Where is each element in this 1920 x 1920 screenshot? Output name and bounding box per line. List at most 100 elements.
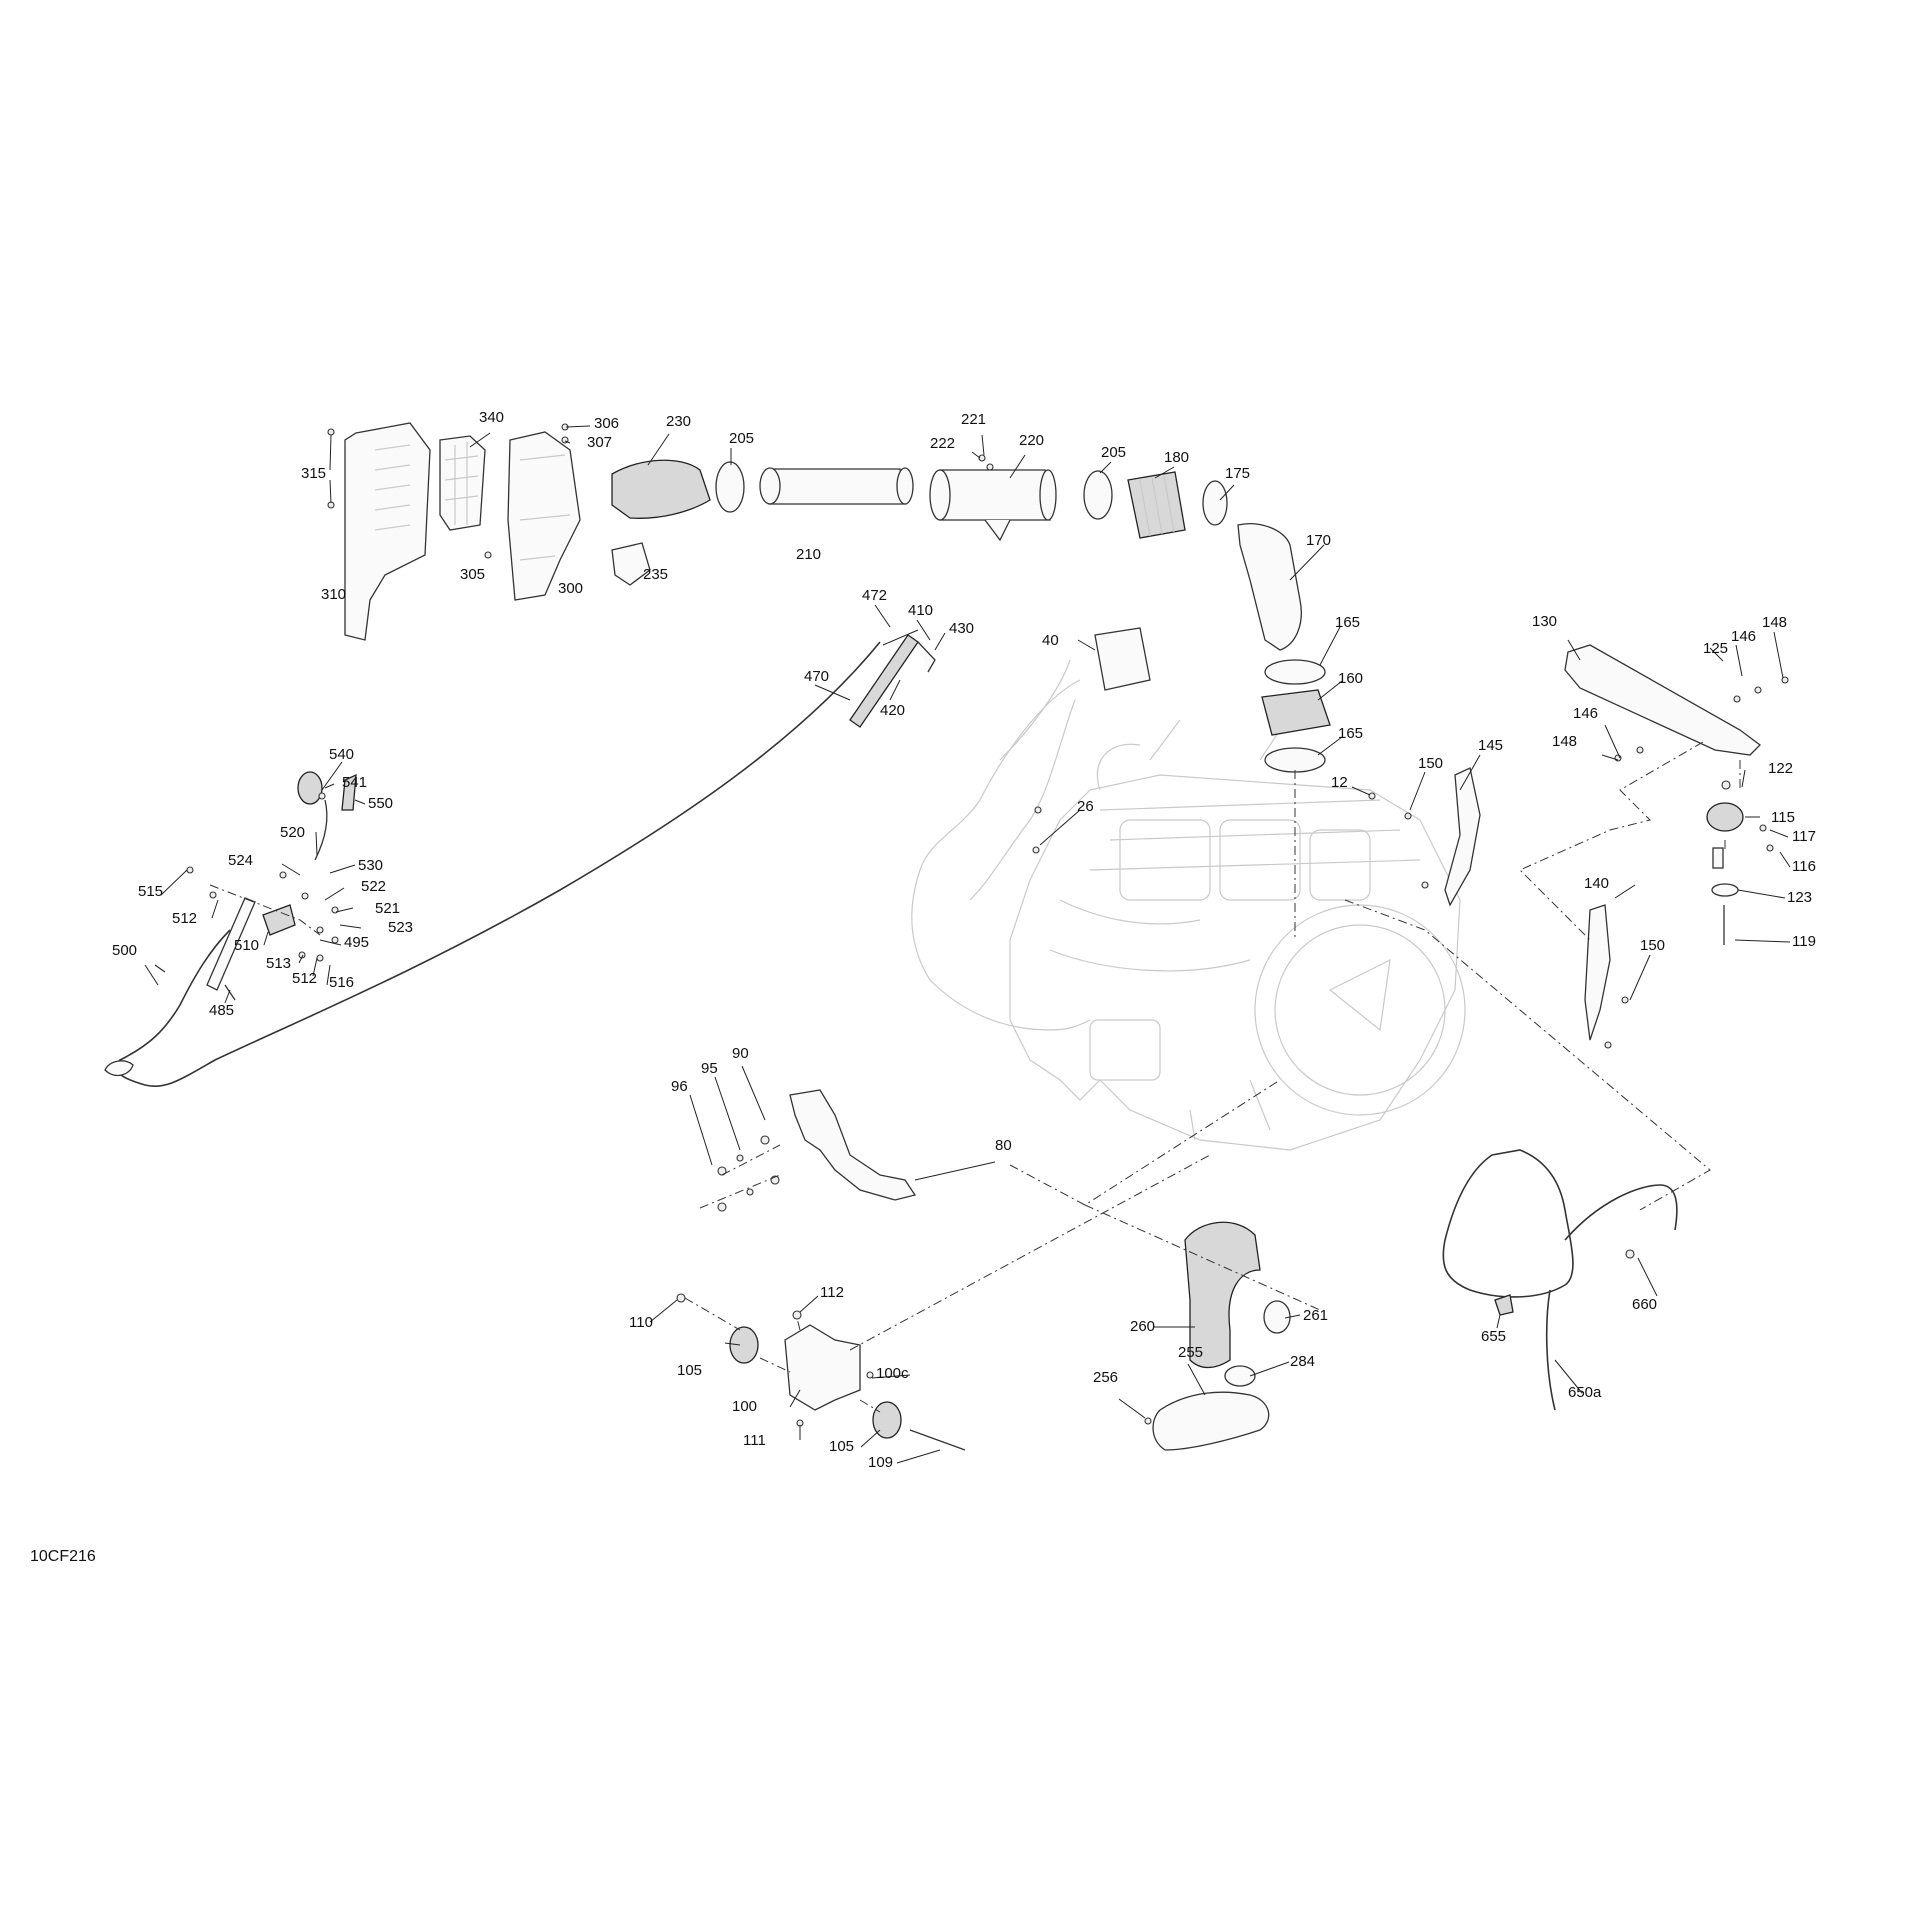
callout-306: 306 [594,415,619,432]
callout-523: 523 [388,919,413,936]
callout-180: 180 [1164,449,1189,466]
callout-115: 115 [1771,809,1795,826]
callout-175: 175 [1225,465,1250,482]
callout-513: 513 [266,955,291,972]
callout-145: 145 [1478,737,1503,754]
callout-210: 210 [796,546,821,563]
callout-labels: 315 310 340 305 306 307 300 230 235 205 … [112,409,1816,1471]
ecm-40 [1094,627,1151,691]
callout-420: 420 [880,702,905,719]
callout-307: 307 [587,434,612,451]
callout-315: 315 [301,465,326,482]
callout-300: 300 [558,580,583,597]
callout-109: 109 [868,1454,893,1471]
callout-148-lower: 148 [1552,733,1577,750]
resonator-220 [939,469,1051,521]
clamp-165-upper [1264,659,1326,685]
callout-512-upper: 512 [172,910,197,927]
intake-boot-230 [611,459,711,519]
callout-160: 160 [1338,670,1363,687]
bracket-410 [917,641,936,673]
callout-150-lower: 150 [1640,937,1665,954]
callout-495: 495 [344,934,369,951]
callout-205-right: 205 [1101,444,1126,461]
callout-256: 256 [1093,1369,1118,1386]
callout-110: 110 [629,1314,653,1331]
airbox-cover-310 [344,422,431,641]
callout-305: 305 [460,566,485,583]
callout-410: 410 [908,602,933,619]
callout-130: 130 [1532,613,1557,630]
callout-96: 96 [671,1078,688,1095]
callout-472: 472 [862,587,887,604]
callout-430: 430 [949,620,974,637]
callout-40: 40 [1042,632,1059,649]
air-intake-assembly [327,422,1331,773]
callout-105-left: 105 [677,1362,702,1379]
callout-148-upper: 148 [1762,614,1787,631]
callout-26: 26 [1077,798,1094,815]
callout-660: 660 [1632,1296,1657,1313]
callout-655: 655 [1481,1328,1506,1345]
callout-170: 170 [1306,532,1331,549]
callout-12: 12 [1331,774,1348,791]
callout-521: 521 [375,900,400,917]
callout-117: 117 [1792,828,1816,845]
callout-112: 112 [820,1284,844,1301]
callout-140: 140 [1584,875,1609,892]
callout-500: 500 [112,942,137,959]
callout-100c: 100c [876,1365,909,1382]
pivot-510 [262,904,296,936]
callout-222: 222 [930,435,955,452]
callout-530: 530 [358,857,383,874]
intake-tube-210 [769,468,906,505]
callout-512-lower: 512 [292,970,317,987]
callout-80: 80 [995,1137,1012,1154]
callout-111: 111 [743,1432,766,1449]
callout-340: 340 [479,409,504,426]
callout-470: 470 [804,668,829,685]
callout-550: 550 [368,795,393,812]
callout-235: 235 [643,566,668,583]
callout-516: 516 [329,974,354,991]
figure-code: 10CF216 [30,1548,96,1565]
pedal-bracket-80 [717,1089,917,1212]
callout-541: 541 [342,774,367,791]
callout-95: 95 [701,1060,718,1077]
callout-105-right: 105 [829,1438,854,1455]
engine-mount-100 [676,1293,966,1451]
knob-540 [297,771,323,805]
hose-650a [1442,1149,1678,1411]
callout-485: 485 [209,1002,234,1019]
connector-160 [1261,689,1331,736]
callout-119: 119 [1792,933,1816,950]
callout-310: 310 [321,586,346,603]
callout-122: 122 [1768,760,1793,777]
callout-220: 220 [1019,432,1044,449]
callout-116: 116 [1792,858,1816,875]
callout-650a: 650a [1568,1384,1602,1401]
callout-522: 522 [361,878,386,895]
callout-230: 230 [666,413,691,430]
callout-520: 520 [280,824,305,841]
callout-221: 221 [961,411,986,428]
callout-90: 90 [732,1045,749,1062]
elbow-170 [1237,523,1302,651]
engine-assembly-ghost [911,659,1466,1151]
pad-550 [341,773,357,811]
throttle-pedal-assembly [104,634,936,1087]
callout-261: 261 [1303,1307,1328,1324]
duct-assembly-260 [1144,1221,1291,1451]
air-filter-340 [439,435,486,531]
callout-515: 515 [138,883,163,900]
callout-150-upper: 150 [1418,755,1443,772]
callout-510: 510 [234,937,259,954]
callout-540: 540 [329,746,354,763]
callout-146-lower: 146 [1573,705,1598,722]
callout-165-lower: 165 [1338,725,1363,742]
alignment-lines [209,741,1741,1413]
airbox-300 [507,431,581,601]
bracket-235 [611,542,651,586]
callout-165-upper: 165 [1335,614,1360,631]
